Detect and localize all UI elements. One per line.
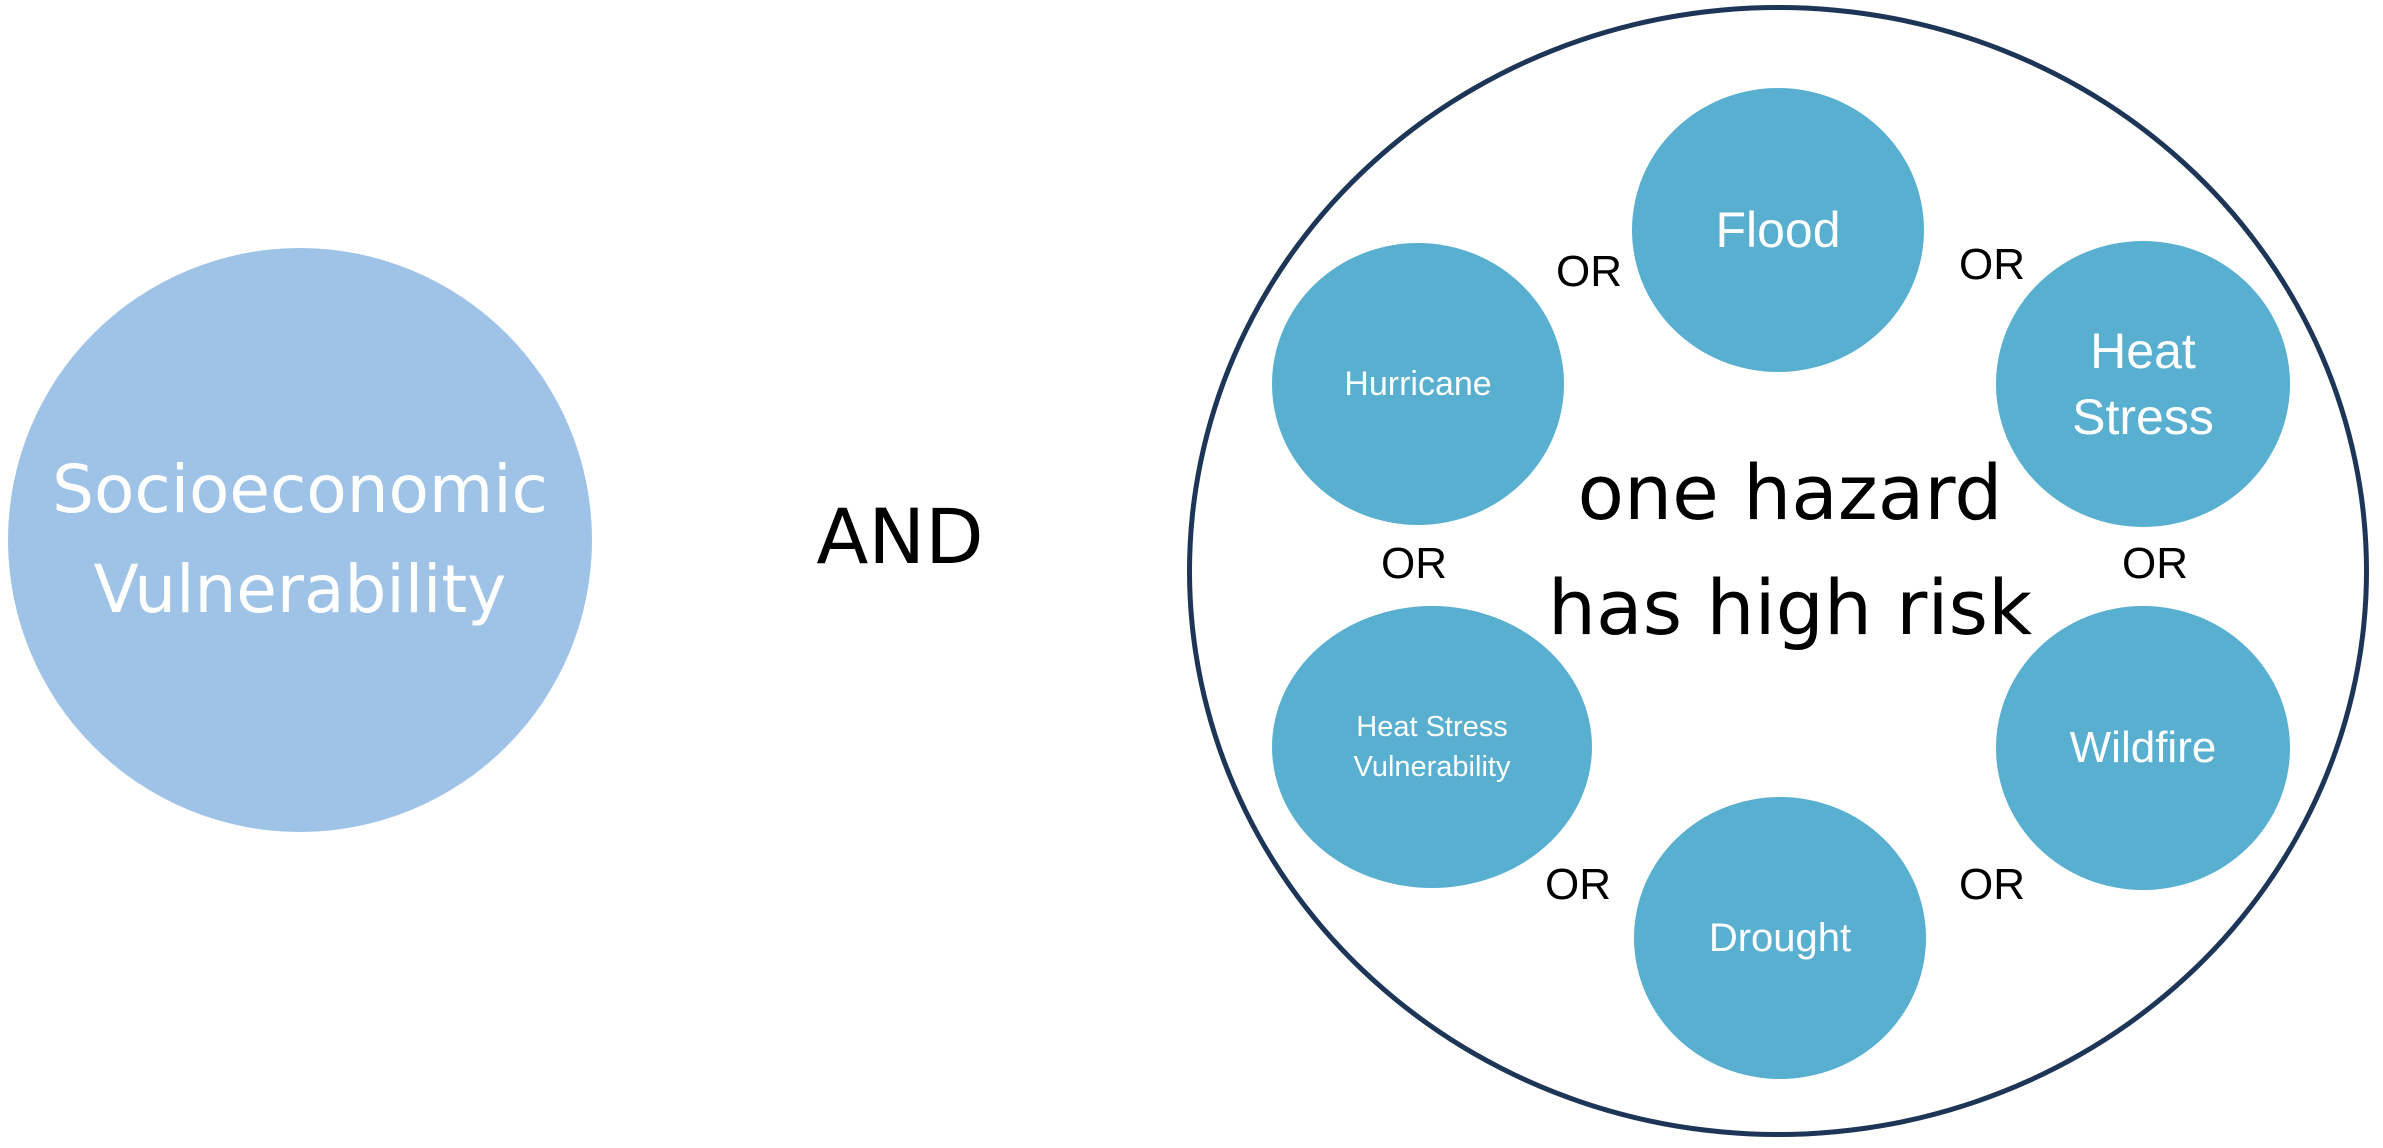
and-connector: AND xyxy=(816,492,984,581)
hazard-wildfire-label: Wildfire xyxy=(2069,723,2217,772)
or-label-hurricane-hsv: OR xyxy=(1381,539,1447,588)
center-text-line2: has high risk xyxy=(1547,563,2033,652)
hazard-flood-circle: Flood xyxy=(1632,88,1924,372)
hazard-drought-circle: Drought xyxy=(1634,797,1926,1079)
hazard-hurricane-label: Hurricane xyxy=(1344,364,1492,403)
hazard-flood-label: Flood xyxy=(1715,202,1841,258)
hazard-hurricane-circle: Hurricane xyxy=(1272,243,1564,525)
hazard-group-circle xyxy=(1187,5,2369,1137)
or-label-heat-stress-wildfire: OR xyxy=(2122,539,2188,588)
hazard-wildfire-circle: Wildfire xyxy=(1996,606,2290,890)
heat-stress-line2: Stress xyxy=(2072,389,2214,445)
hazard-heat-stress-circle: Heat Stress xyxy=(1996,241,2290,527)
hazard-heat-stress-vulnerability-label: Heat Stress Vulnerability xyxy=(1354,707,1511,787)
hazard-heat-stress-vulnerability-circle: Heat Stress Vulnerability xyxy=(1272,606,1592,888)
hazard-group-center-text: one hazard has high risk xyxy=(1480,435,2100,665)
hazard-drought-label: Drought xyxy=(1708,915,1852,960)
socioeconomic-label-line1: Socioeconomic xyxy=(52,451,548,528)
hazard-heat-stress-label: Heat Stress xyxy=(2072,318,2214,450)
heat-stress-vulnerability-line2: Vulnerability xyxy=(1353,751,1511,783)
socioeconomic-label-line2: Vulnerability xyxy=(93,551,507,628)
or-label-hsv-drought: OR xyxy=(1545,860,1611,909)
or-label-flood-heat-stress: OR xyxy=(1959,240,2025,289)
socioeconomic-vulnerability-label: Socioeconomic Vulnerability xyxy=(52,440,548,640)
or-label-drought-wildfire: OR xyxy=(1959,860,2025,909)
heat-stress-line1: Heat xyxy=(2090,323,2196,379)
socioeconomic-vulnerability-circle: Socioeconomic Vulnerability xyxy=(8,248,592,832)
heat-stress-vulnerability-line1: Heat Stress xyxy=(1356,711,1508,743)
center-text-line1: one hazard xyxy=(1577,448,2003,537)
or-label-flood-hurricane: OR xyxy=(1556,247,1622,296)
